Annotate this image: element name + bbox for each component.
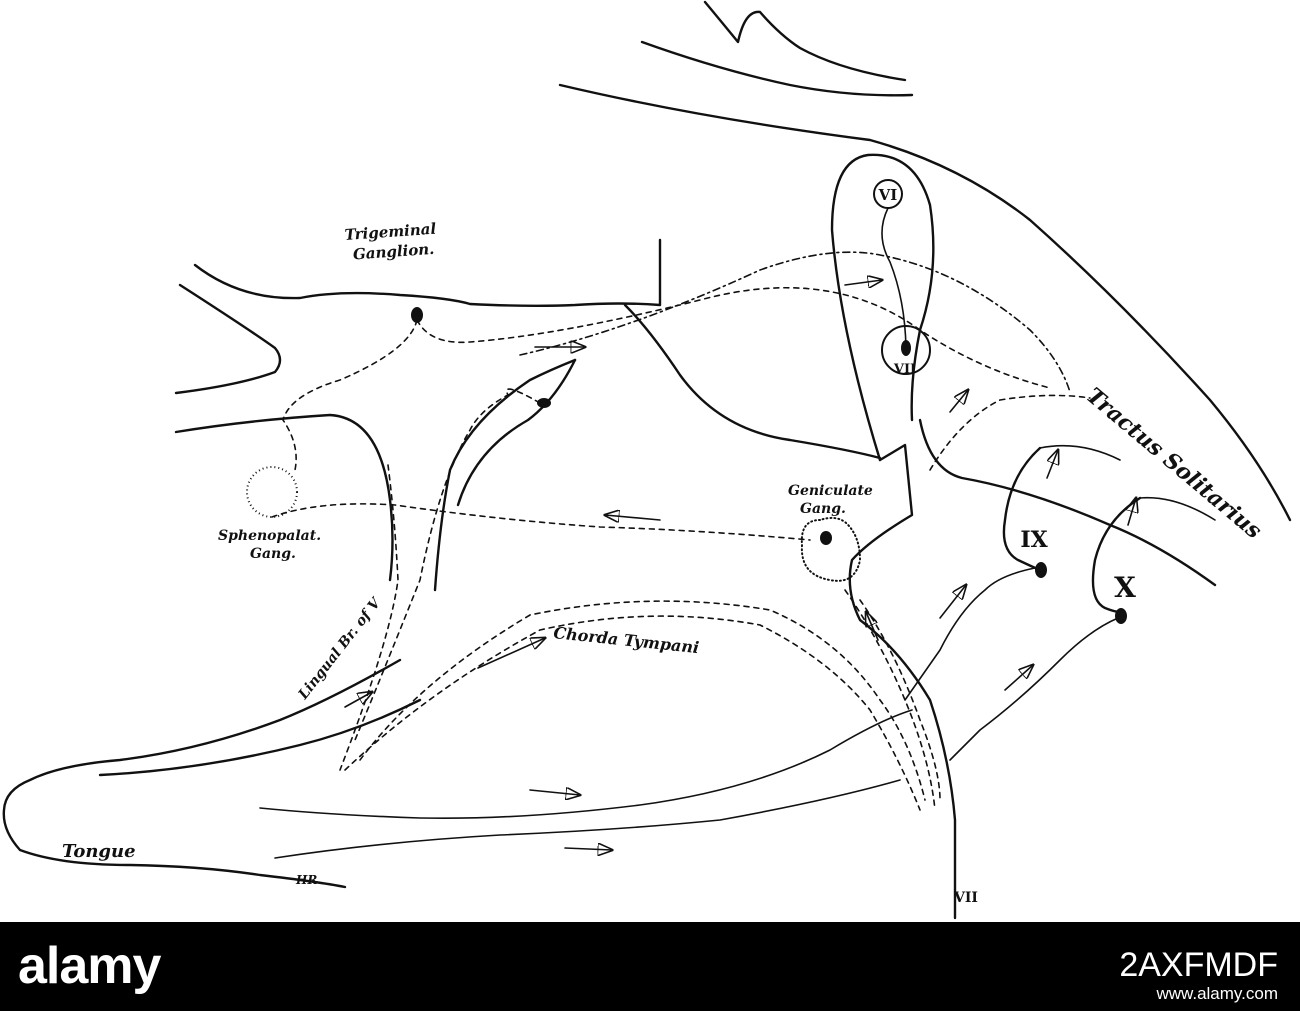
tongue-outline [2,658,913,889]
geniculate-ganglion [800,516,861,582]
label-trigeminal: TrigeminalGanglion. [344,220,438,264]
sphenopalatine-ganglion [246,466,298,518]
nerve-pathways [271,251,1091,811]
ix-x-pathways [904,444,1216,761]
label-initials: HR [295,873,317,887]
image-id: 2AXFMDF [1119,946,1278,984]
numeral-vi: VI [878,186,898,204]
diagram-labels: TrigeminalGanglion. Sphenopalat.Gang. Ge… [62,186,1267,906]
brain-outline [558,0,1292,522]
nucleus-vii [881,325,931,375]
alamy-logo: alamy [18,937,161,995]
label-tractus-solitarius: Tractus Solitarius [1081,383,1266,544]
trigeminal-region [174,238,882,592]
label-tongue: Tongue [62,841,136,862]
watermark-bar: alamy 2AXFMDF www.alamy.com [0,922,1300,1011]
numeral-x: X [1114,571,1136,604]
flow-arrows [344,280,1136,850]
label-chorda-tympani: Chorda Tympani [553,623,700,657]
label-sphenopalatine: Sphenopalat.Gang. [218,528,321,562]
watermark-url: www.alamy.com [1156,984,1278,1003]
numeral-ix: IX [1020,527,1048,553]
nerve-diagram: TrigeminalGanglion. Sphenopalat.Gang. Ge… [2,0,1292,920]
numeral-vii-nucleus: VII [893,362,916,377]
label-lingual: Lingual Br. of V [295,594,385,704]
numeral-vii-root: VII [953,890,978,906]
